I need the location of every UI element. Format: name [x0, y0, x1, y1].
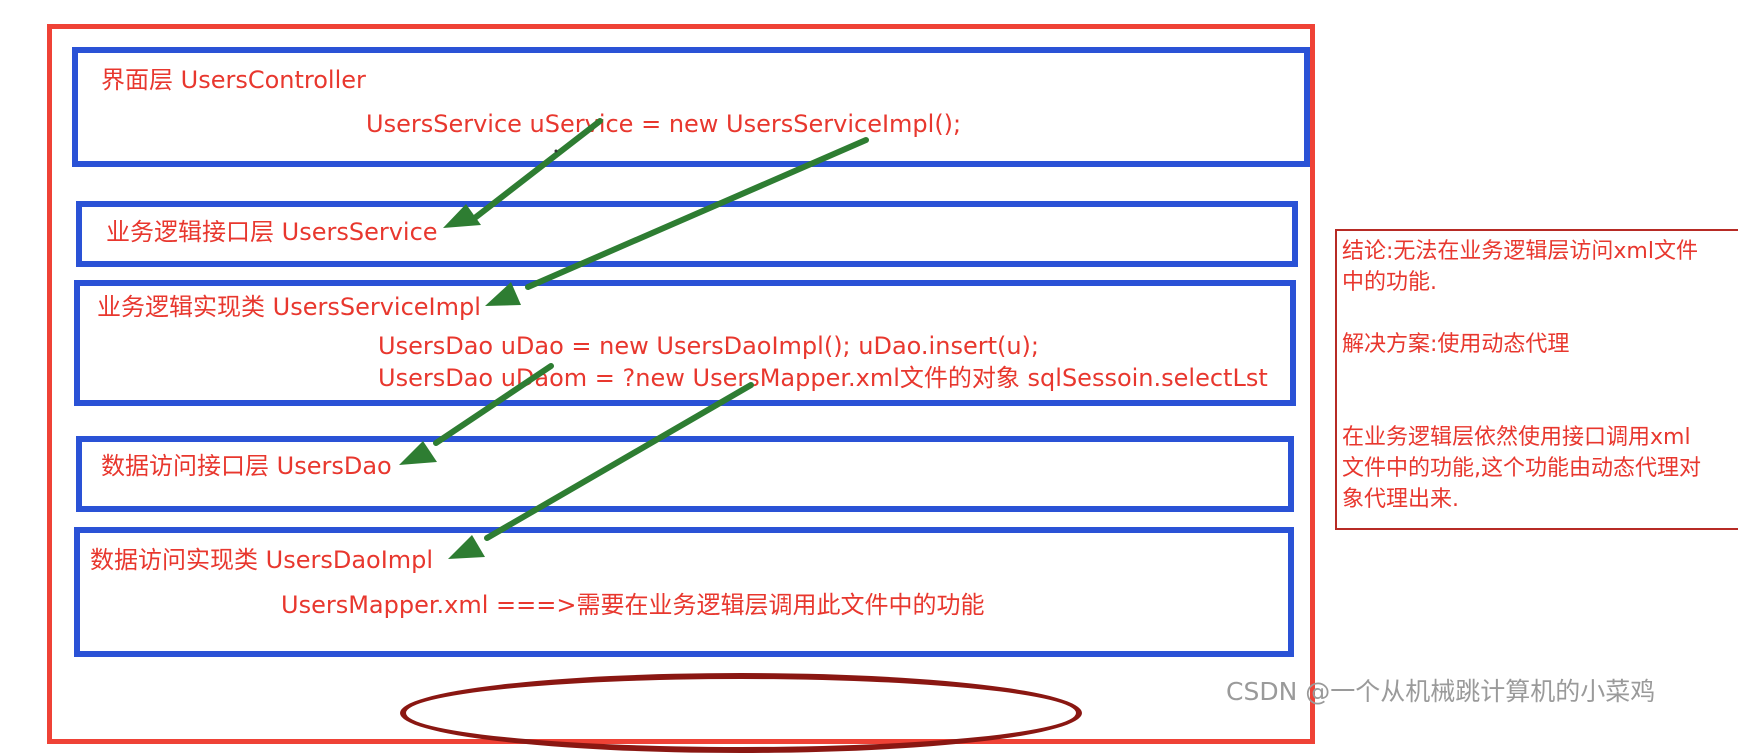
service-impl-layer-title: 业务逻辑实现类 UsersServiceImpl [97, 293, 481, 321]
service-impl-code-line-1: UsersDao uDao = new UsersDaoImpl(); uDao… [378, 332, 1040, 360]
dao-interface-layer-title: 数据访问接口层 UsersDao [101, 452, 392, 480]
controller-layer-box [72, 47, 1310, 167]
service-impl-layer-box [74, 280, 1296, 406]
arrow-service-impl-to-dao-interface [433, 363, 554, 446]
watermark: CSDN @一个从机械跳计算机的小菜鸡 [1226, 677, 1656, 706]
note-solution: 解决方案:使用动态代理 [1342, 332, 1570, 357]
note-box [1335, 229, 1738, 530]
note-detail-line-2: 文件中的功能,这个功能由动态代理对 [1342, 456, 1701, 481]
arrowhead-service-impl-to-dao-impl [448, 535, 485, 559]
controller-layer-code: UsersService uService = new UsersService… [366, 110, 962, 138]
controller-layer-title: 界面层 UsersController [101, 66, 366, 94]
service-interface-layer-title: 业务逻辑接口层 UsersService [106, 218, 438, 246]
arrowhead-controller-to-service-impl [485, 282, 521, 306]
dao-interface-layer-box [76, 436, 1294, 512]
arrow-controller-to-service-impl [525, 137, 869, 290]
bottom-ellipse [400, 673, 1082, 753]
dao-impl-layer-code: UsersMapper.xml ===>需要在业务逻辑层调用此文件中的功能 [281, 591, 985, 619]
arrowhead-service-impl-to-dao-interface [399, 441, 437, 465]
stray-dot [554, 149, 558, 153]
note-conclusion-line-2: 中的功能. [1342, 270, 1437, 295]
dao-impl-layer-title: 数据访问实现类 UsersDaoImpl [90, 546, 434, 574]
arrows-layer [399, 118, 869, 559]
arrow-controller-to-service-interface [473, 118, 603, 220]
service-interface-layer-box [76, 201, 1298, 267]
arrow-service-impl-to-dao-impl [484, 382, 754, 541]
dao-impl-layer-box [74, 527, 1294, 657]
note-detail-line-3: 象代理出来. [1342, 487, 1459, 512]
note-conclusion-line-1: 结论:无法在业务逻辑层访问xml文件 [1342, 239, 1698, 264]
arrowhead-controller-to-service-interface [443, 204, 481, 228]
note-detail-line-1: 在业务逻辑层依然使用接口调用xml [1342, 425, 1691, 450]
